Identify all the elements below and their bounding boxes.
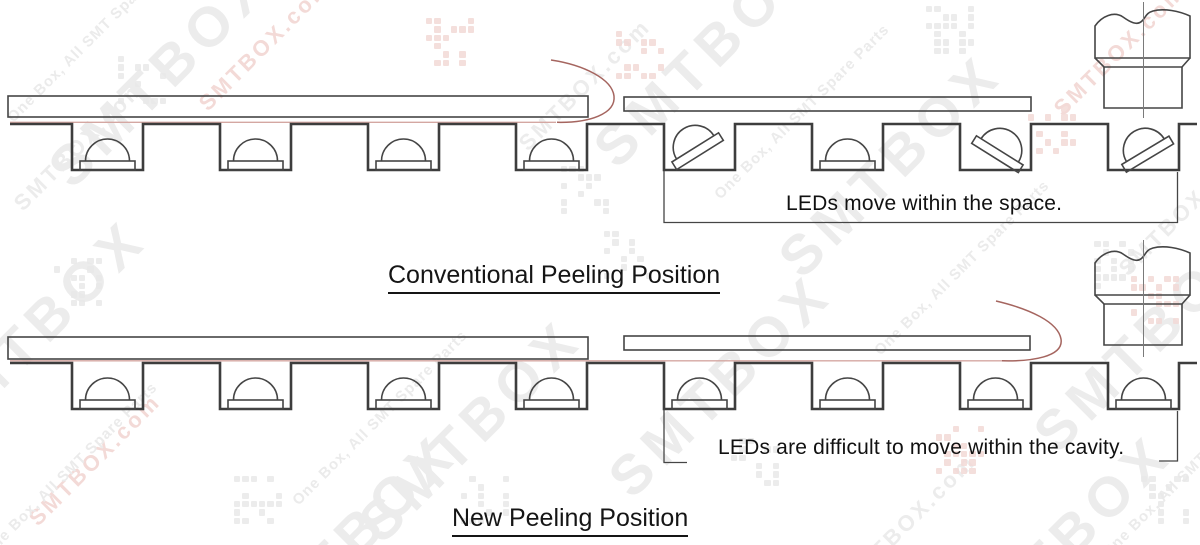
annotation-leader-conventional <box>663 171 1179 224</box>
peel-curl <box>550 59 615 124</box>
led-upright <box>1115 377 1172 410</box>
led-upright <box>375 377 432 410</box>
new-diagram <box>7 240 1197 464</box>
led-upright <box>375 138 432 171</box>
led-upright <box>819 377 876 410</box>
annotation-conventional: LEDs move within the space. <box>786 192 1063 215</box>
led-upright <box>523 377 580 410</box>
annotation-new: LEDs are difficult to move within the ca… <box>718 436 1125 459</box>
led-upright <box>967 377 1024 410</box>
led-upright <box>227 138 284 171</box>
title-conventional-text: Conventional Peeling Position <box>388 261 721 294</box>
led-tilted <box>1109 116 1175 173</box>
cover-tape-right <box>623 96 1032 112</box>
annotation-leader-new-left <box>663 409 687 464</box>
title-conventional: Conventional Peeling Position <box>388 261 721 294</box>
title-new: New Peeling Position <box>452 504 689 537</box>
led-upright <box>819 138 876 171</box>
cover-tape-right <box>623 335 1031 351</box>
led-tilted <box>659 113 725 171</box>
led-upright <box>671 377 728 410</box>
pickup-nozzle <box>1094 246 1191 346</box>
conventional-diagram <box>7 2 1197 224</box>
led-upright <box>227 377 284 410</box>
led-tilted <box>970 116 1036 174</box>
carrier-tape <box>10 122 1197 172</box>
cover-tape-left <box>7 336 589 360</box>
led-upright <box>79 377 136 410</box>
annotation-leader-new-right <box>1159 411 1179 462</box>
cover-tape-left <box>7 95 589 118</box>
led-upright <box>523 138 580 171</box>
pickup-nozzle <box>1094 9 1191 109</box>
peel-curl <box>995 300 1062 362</box>
led-upright <box>79 138 136 171</box>
title-new-text: New Peeling Position <box>452 504 689 537</box>
carrier-tape <box>10 361 1197 411</box>
